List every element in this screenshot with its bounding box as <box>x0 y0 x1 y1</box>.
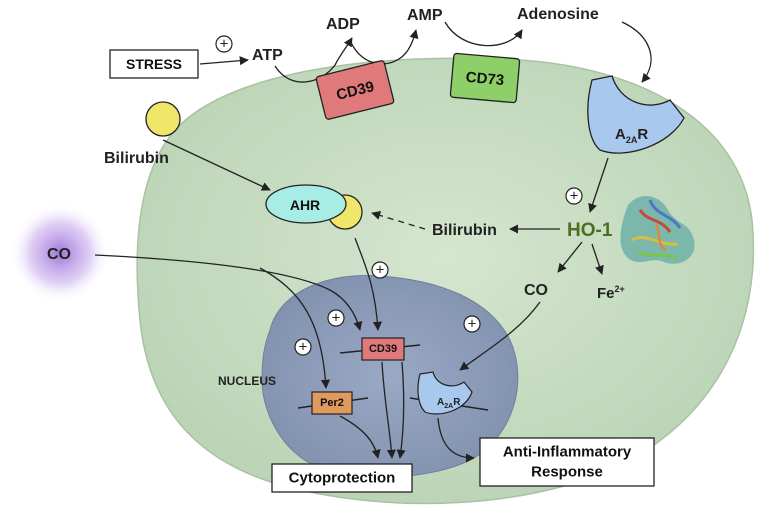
atp-label: ATP <box>252 47 283 64</box>
svg-text:CD73: CD73 <box>465 69 505 89</box>
ho1-protein-structure <box>620 195 695 264</box>
arrow-adenosine-a2ar <box>621 21 652 83</box>
arrow-cd39gene-cytoprotection-2 <box>396 361 406 459</box>
svg-text:+: + <box>299 339 308 356</box>
cytoprotection-label: Cytoprotection <box>289 470 396 487</box>
co-inside-label: CO <box>524 282 548 299</box>
bilirubin-outside-sphere <box>145 101 181 137</box>
anti-inflammatory-label-line1: Anti-Inflammatory <box>503 444 632 461</box>
plus-ho1: + <box>565 187 583 205</box>
stress-label: STRESS <box>126 56 182 72</box>
arrow-bilirubin-ahr-dashed <box>371 211 426 230</box>
plus-stress: + <box>215 35 233 53</box>
arrow-a2ar-ho1 <box>588 157 609 213</box>
arrow-ho1-fe <box>591 243 604 275</box>
arrow-stress-atp <box>199 56 249 66</box>
stress-box <box>109 49 199 79</box>
cd39-membrane: CD39 <box>315 60 395 120</box>
anti-inflammatory-label-line2: Response <box>531 464 603 481</box>
anti-inflammatory-box <box>479 437 655 487</box>
nucleus-label: NUCLEUS <box>218 374 276 388</box>
arrow-adp-amp <box>349 29 419 65</box>
ahr-complex: AHR <box>265 184 363 230</box>
arrow-co-a2argene <box>459 301 541 371</box>
cd39-gene-label: CD39 <box>369 343 397 355</box>
adenosine-label: Adenosine <box>517 6 599 23</box>
arrow-cd39gene-cytoprotection-1 <box>381 361 396 459</box>
amp-label: AMP <box>407 7 443 24</box>
svg-text:+: + <box>376 262 385 279</box>
plus-co-cd39: + <box>327 309 345 327</box>
svg-text:+: + <box>570 188 579 205</box>
adp-label: ADP <box>326 16 360 33</box>
bilirubin-inside-label: Bilirubin <box>432 222 497 239</box>
fe-label: Fe2+ <box>597 284 625 302</box>
svg-text:AHR: AHR <box>290 197 320 213</box>
arrow-ahr-cd39gene <box>354 237 382 331</box>
a2ar-membrane: A2AR <box>587 75 685 154</box>
svg-text:A2AR: A2AR <box>615 126 648 145</box>
cd73-membrane: CD73 <box>449 52 521 104</box>
plus-co-per2: + <box>294 338 312 356</box>
arrow-ho1-co <box>557 241 583 273</box>
arrow-amp-adenosine <box>444 21 523 47</box>
arrow-atp-adp <box>274 37 353 83</box>
arrow-bilirubin-ahr <box>162 139 271 191</box>
arrow-per2gene-cytoprotection <box>339 415 381 459</box>
svg-text:+: + <box>220 36 229 53</box>
a2ar-gene: A2AR <box>417 371 473 415</box>
arrow-co-per2gene <box>259 267 331 389</box>
arrow-co-cd39gene <box>94 254 363 331</box>
svg-text:A2AR: A2AR <box>437 397 461 410</box>
plus-ahr: + <box>371 261 389 279</box>
ho1-label: HO-1 <box>567 220 613 241</box>
arrow-a2argene-antiinflammatory <box>437 417 475 463</box>
co-glow <box>10 203 110 303</box>
svg-text:+: + <box>332 310 341 327</box>
per2-gene-label: Per2 <box>320 397 344 409</box>
svg-text:+: + <box>468 316 477 333</box>
per2-gene-box <box>311 391 353 415</box>
plus-co-a2ar: + <box>463 315 481 333</box>
bilirubin-outside-label: Bilirubin <box>104 150 169 167</box>
co-outside-label: CO <box>47 246 71 263</box>
cd39-gene-box <box>361 337 405 361</box>
cytoprotection-box <box>271 463 413 493</box>
